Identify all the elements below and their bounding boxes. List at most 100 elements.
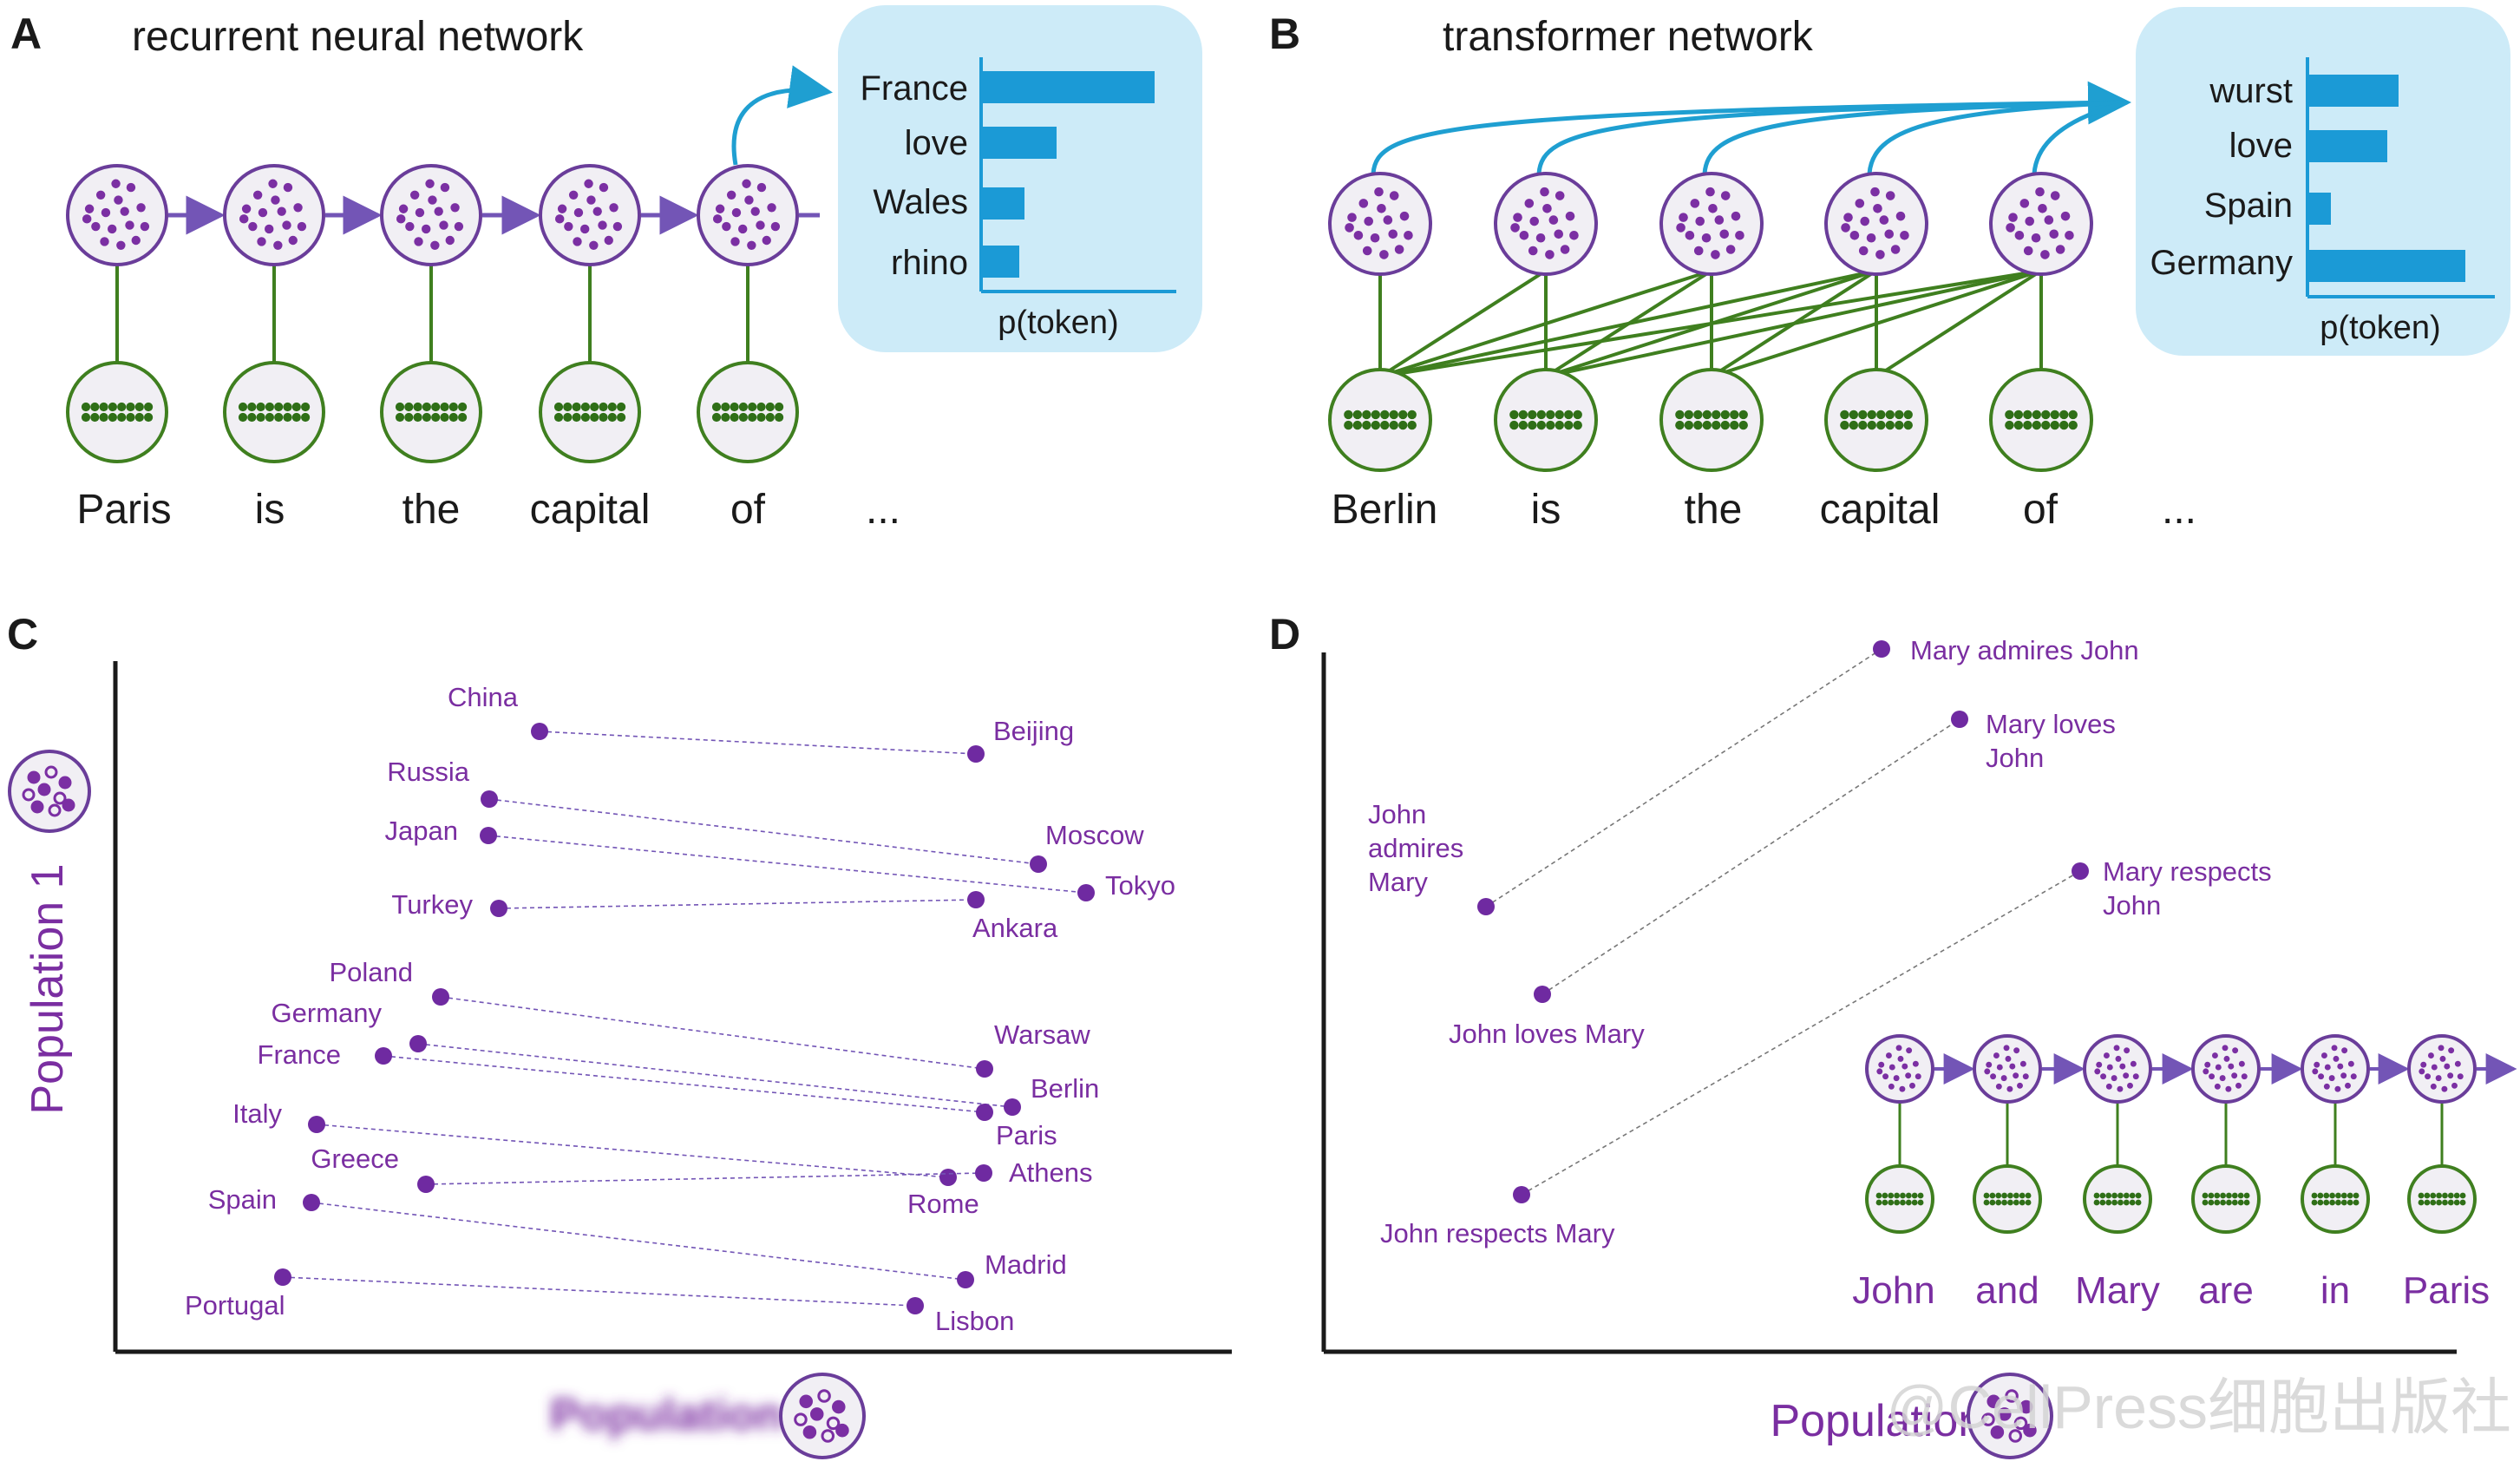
- unit-dot: [1685, 230, 1695, 240]
- sentence-label: John loves Mary: [1449, 1019, 1645, 1049]
- embedding-dot: [563, 402, 573, 412]
- embedding-dot: [404, 412, 414, 423]
- unit-dot: [1888, 1064, 1895, 1071]
- unit-dot: [430, 240, 440, 250]
- embedding-dot: [2442, 1192, 2448, 1199]
- embedding-dot: [108, 402, 117, 412]
- token-label: the: [403, 487, 461, 533]
- neuron-dot: [2013, 1416, 2028, 1431]
- embedding-dot: [1875, 1192, 1882, 1199]
- unit-dot: [2223, 1055, 2230, 1062]
- embedding-dot: [1344, 420, 1353, 430]
- embedding-dot: [572, 402, 581, 412]
- embedding-dot: [1380, 420, 1390, 430]
- unit-dot: [288, 235, 298, 246]
- embedding-dot: [1858, 420, 1868, 430]
- embedding-unit: [1865, 1164, 1934, 1234]
- embedding-dot: [1564, 420, 1574, 430]
- neuron-dot: [37, 783, 51, 796]
- embedding-dot: [2135, 1192, 2142, 1199]
- token-label: capital: [530, 487, 651, 533]
- embedding-unit: [1824, 368, 1928, 472]
- unit-dot: [131, 235, 141, 246]
- attention-output-arrow: [1536, 100, 2128, 174]
- country-dot: [417, 1176, 435, 1193]
- pair-link: [417, 1043, 1013, 1108]
- embedding-dot: [1371, 410, 1380, 420]
- unit-dot: [744, 195, 754, 205]
- embedding-dot: [1720, 420, 1730, 430]
- capital-label: Paris: [996, 1120, 1057, 1150]
- prob-bar: [983, 246, 1019, 278]
- watermark: @CellPress细胞出版社: [1886, 1373, 2511, 1441]
- country-dot: [303, 1194, 320, 1211]
- unit-dot: [2106, 1064, 2113, 1071]
- embedding-dot: [458, 402, 468, 412]
- unit-dot: [1725, 245, 1736, 254]
- unit-dot: [257, 237, 266, 246]
- embedding-dot: [2025, 1192, 2032, 1199]
- embedding-dot: [2059, 410, 2069, 420]
- embedding-dot: [1867, 410, 1876, 420]
- unit-dot: [2006, 223, 2015, 233]
- unit-dot: [1358, 199, 1369, 208]
- unit-dot: [742, 179, 751, 188]
- unit-dot: [1731, 211, 1741, 221]
- unit-dot: [555, 214, 565, 224]
- unit-dot: [405, 221, 415, 232]
- neuron-dot: [30, 800, 44, 814]
- neuron-dot: [826, 1416, 841, 1431]
- unit-dot: [730, 237, 740, 246]
- unit-dot: [612, 221, 623, 232]
- embedding-dot: [756, 402, 766, 412]
- unit-dot: [1984, 1068, 1991, 1075]
- embedding-dot: [1894, 1199, 1901, 1206]
- hidden-unit: [1824, 172, 1928, 276]
- unit-dot: [2008, 213, 2018, 222]
- embedding-dot: [2050, 420, 2059, 430]
- embedding-dot: [265, 402, 274, 412]
- token-label: John: [1852, 1269, 1934, 1312]
- neuron-dot: [794, 1412, 808, 1426]
- unit-dot: [2328, 1075, 2335, 1082]
- unit-dot: [2350, 1073, 2357, 1080]
- unit-dot: [2222, 1045, 2229, 1052]
- embedding-dot: [1693, 420, 1703, 430]
- unit-dot: [1513, 213, 1522, 222]
- unit-dot: [2000, 1075, 2007, 1082]
- unit-dot: [762, 235, 771, 246]
- embedding-dot: [1398, 410, 1408, 420]
- unit-dot: [1679, 213, 1688, 222]
- embedding-dot: [1905, 1192, 1912, 1199]
- unit-dot: [1690, 199, 1700, 208]
- unit-dot: [445, 235, 455, 246]
- embedding-dot: [2430, 1192, 2437, 1199]
- unit-dot: [2211, 1052, 2218, 1058]
- attention-output-arrow: [1702, 100, 2128, 174]
- embedding-dot: [395, 412, 405, 423]
- bubble-word: love: [2229, 127, 2293, 165]
- unit-dot: [1897, 1055, 1904, 1062]
- unit-dot: [2103, 1052, 2110, 1058]
- unit-dot: [2425, 1073, 2432, 1080]
- unit-dot: [2241, 1073, 2248, 1080]
- country-dot: [480, 827, 497, 844]
- neuron-dot: [1997, 1407, 2012, 1421]
- bubble-axis-label: p(token): [2320, 310, 2440, 346]
- panel-d-tokens: John and Mary are in Paris: [1852, 1269, 2490, 1312]
- embedding-dot: [1995, 1192, 2002, 1199]
- embedding-dot: [2202, 1199, 2209, 1206]
- panel-a-network: [66, 65, 833, 463]
- unit-dot: [557, 204, 567, 213]
- embedding-dot: [413, 412, 422, 423]
- unit-dot: [2105, 1083, 2112, 1090]
- embedding-dot: [431, 402, 441, 412]
- neuron-dot: [799, 1394, 813, 1409]
- unit-dot: [1878, 1061, 1885, 1068]
- capital-dot: [939, 1169, 957, 1186]
- unit-dot: [1524, 199, 1535, 208]
- unit-dot: [1720, 191, 1731, 200]
- unit-dot: [125, 220, 134, 230]
- embedding-dot: [283, 402, 292, 412]
